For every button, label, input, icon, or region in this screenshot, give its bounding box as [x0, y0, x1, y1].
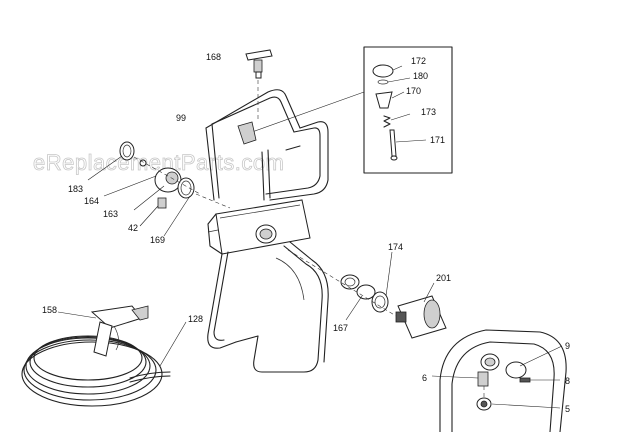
- left-parts: [87, 141, 231, 237]
- label-99: 99: [176, 113, 186, 123]
- label-170: 170: [406, 86, 421, 96]
- label-6: 6: [422, 373, 427, 383]
- inset-pointer-line: [251, 91, 365, 133]
- label-158: 158: [42, 305, 57, 315]
- frame-valve: [237, 121, 257, 145]
- label-171: 171: [430, 135, 445, 145]
- lower-right-assembly: [431, 329, 567, 432]
- label-167: 167: [333, 323, 348, 333]
- label-9: 9: [565, 341, 570, 351]
- label-168: 168: [206, 52, 221, 62]
- label-5: 5: [565, 404, 570, 414]
- label-163: 163: [103, 209, 118, 219]
- label-8: 8: [565, 376, 570, 386]
- label-164: 164: [84, 196, 99, 206]
- label-174: 174: [388, 242, 403, 252]
- cart-frame: [205, 89, 329, 373]
- part-168-handle: [245, 49, 273, 79]
- pump-parts: [287, 249, 447, 339]
- label-201: 201: [436, 273, 451, 283]
- label-183: 183: [68, 184, 83, 194]
- watermark-text: eReplacementParts.com: [33, 150, 284, 175]
- label-172: 172: [411, 56, 426, 66]
- detail-inset-box: [363, 46, 453, 174]
- spray-gun-and-hose: [21, 305, 187, 407]
- part-labels: 168 172 180 170 173 171 99 183 164 163 4…: [42, 52, 570, 414]
- label-169: 169: [150, 235, 165, 245]
- label-128: 128: [188, 314, 203, 324]
- label-173: 173: [421, 107, 436, 117]
- label-42: 42: [128, 223, 138, 233]
- label-180: 180: [413, 71, 428, 81]
